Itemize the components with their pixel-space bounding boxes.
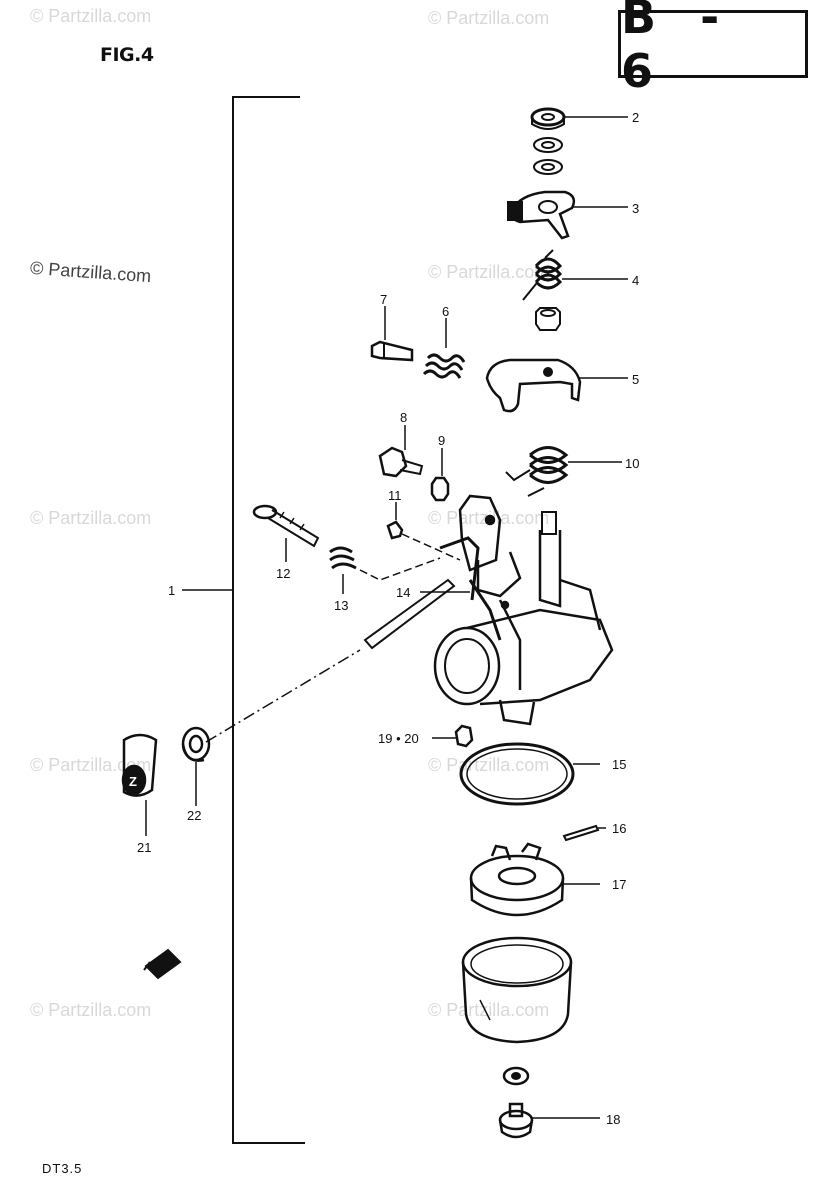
part-3-throttle-lever — [507, 190, 576, 240]
part-14-choke-rod — [363, 536, 480, 650]
part-11-float-needle — [386, 520, 404, 540]
callout-3: 3 — [632, 201, 639, 216]
callout-17: 17 — [612, 877, 626, 892]
part-18-drain-screw — [498, 1102, 534, 1139]
part-2-nut-washers — [530, 107, 566, 175]
callout-14: 14 — [396, 585, 410, 600]
callout-18: 18 — [606, 1112, 620, 1127]
part-13-spring — [329, 546, 357, 570]
callout-5: 5 — [632, 372, 639, 387]
part-17-float — [469, 842, 565, 917]
part-10-spring — [505, 446, 569, 497]
callout-22: 22 — [187, 808, 201, 823]
part-4-spring — [522, 249, 563, 331]
callout-16: 16 — [612, 821, 626, 836]
cap-z-mark: Z — [129, 774, 137, 789]
callout-11: 11 — [388, 488, 402, 503]
callout-15: 15 — [612, 757, 626, 772]
bowl-washer — [502, 1066, 530, 1086]
assembly-bracket — [232, 96, 305, 1144]
callout-2: 2 — [632, 110, 639, 125]
model-label: DT3.5 — [42, 1161, 83, 1176]
watermark: © Partzilla.com — [428, 1000, 550, 1020]
callout-4: 4 — [632, 273, 639, 288]
carburetor-body — [433, 494, 614, 726]
watermark: © Partzilla.com — [30, 6, 152, 26]
callout-12: 12 — [276, 566, 290, 581]
part-16-float-pin — [562, 824, 600, 842]
part-6-spring — [422, 353, 466, 379]
watermark: © Partzilla.com — [428, 262, 550, 282]
part-5-lever-plate — [485, 358, 582, 413]
figure-label: FIG.4 — [100, 44, 154, 66]
part-7-screw — [370, 340, 414, 362]
direction-arrow-icon — [143, 948, 182, 980]
callout-13: 13 — [334, 598, 348, 613]
part-22-grommet — [181, 726, 211, 762]
callout-7: 7 — [380, 292, 387, 307]
part-9-small-nut — [430, 476, 450, 502]
callout-1: 1 — [168, 583, 175, 598]
part-21-cap: Z — [121, 733, 158, 797]
callout-19-20: 19 • 20 — [378, 731, 419, 746]
part-19-20-main-jet — [454, 724, 474, 748]
part-15-gasket — [459, 742, 575, 806]
callout-9: 9 — [438, 433, 445, 448]
part-8-pilot-jet — [378, 446, 424, 478]
callout-6: 6 — [442, 304, 449, 319]
callout-10: 10 — [625, 456, 639, 471]
callout-21: 21 — [137, 840, 151, 855]
float-bowl — [461, 936, 573, 1044]
watermark: © Partzilla.com — [30, 755, 152, 775]
watermark: © Partzilla.com — [428, 755, 550, 775]
watermark: © Partzilla.com — [30, 1000, 152, 1020]
part-12-throttle-screw — [252, 504, 320, 548]
watermark: © Partzilla.com — [30, 508, 152, 528]
watermark: © Partzilla.com — [428, 8, 550, 28]
callout-8: 8 — [400, 410, 407, 425]
